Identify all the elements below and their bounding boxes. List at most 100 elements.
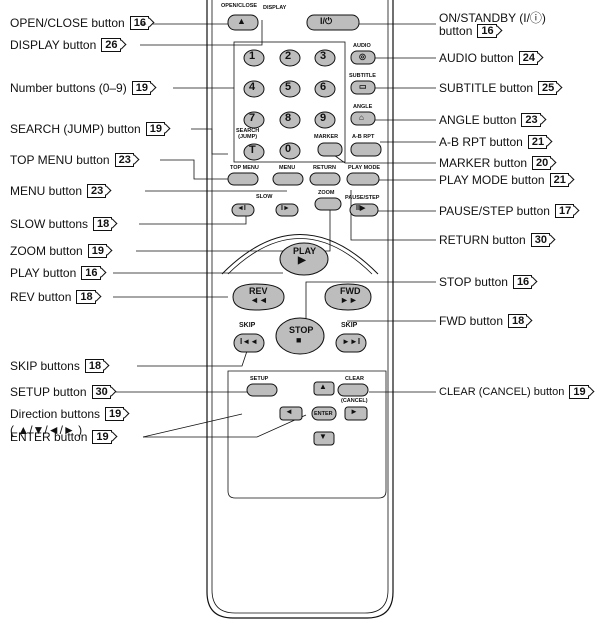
page-ref: 19 <box>92 430 112 444</box>
skip-next-icon[interactable]: ►►I <box>342 337 361 346</box>
angle-caption: ANGLE <box>353 104 373 110</box>
digit-3[interactable]: 3 <box>320 50 327 62</box>
page-ref: 23 <box>521 113 541 127</box>
label-direction-sub: ( ▲/▼/◄/► ) <box>10 423 83 437</box>
enter-button[interactable]: ENTER <box>314 411 333 417</box>
digit-5[interactable]: 5 <box>285 81 292 93</box>
digit-4[interactable]: 4 <box>249 81 256 93</box>
pause-step-icon[interactable]: II▶ <box>356 205 366 212</box>
page-ref: 18 <box>84 359 105 373</box>
page-ref: 19 <box>145 122 165 136</box>
up-icon[interactable]: ▲ <box>319 382 327 391</box>
page-ref: 23 <box>114 153 134 167</box>
digit-0[interactable]: 0 <box>285 143 292 155</box>
right-icon[interactable]: ► <box>350 407 358 416</box>
play-caption: PLAY <box>293 246 317 256</box>
page-ref: 16 <box>477 24 497 38</box>
pause-step-caption: PAUSE/STEP <box>345 195 380 201</box>
digit-1[interactable]: 1 <box>249 50 256 62</box>
angle-icon[interactable]: ⌂ <box>359 113 364 122</box>
page-ref: 30 <box>530 233 550 247</box>
eject-icon[interactable]: ▲ <box>237 16 246 26</box>
page-ref: 19 <box>569 385 589 399</box>
page-ref: 16 <box>129 16 149 30</box>
page-ref: 19 <box>131 81 151 95</box>
page-ref: 18 <box>508 314 528 328</box>
skip-right-caption: SKIP <box>341 322 358 329</box>
digit-8[interactable]: 8 <box>285 112 292 124</box>
rev-caption: REV <box>249 286 268 296</box>
open-close-caption: OPEN/CLOSE <box>221 3 258 9</box>
stop-icon[interactable]: ■ <box>296 335 302 345</box>
play-icon[interactable]: ▶ <box>298 255 306 266</box>
down-icon[interactable]: ▼ <box>319 432 327 441</box>
clear-caption-2: (CANCEL) <box>341 398 368 404</box>
ab-rpt-caption: A-B RPT <box>352 134 375 140</box>
page-ref: 18 <box>76 290 96 304</box>
page-ref: 25 <box>538 81 558 95</box>
search-caption: SEARCH(JUMP) <box>236 128 260 140</box>
digit-2[interactable]: 2 <box>285 50 292 62</box>
page-ref: 21 <box>549 173 569 187</box>
rev-icon[interactable]: ◄◄ <box>250 295 268 305</box>
top-menu-caption: TOP MENU <box>230 165 259 171</box>
play-mode-caption: PLAY MODE <box>348 165 381 171</box>
subtitle-caption: SUBTITLE <box>349 73 376 79</box>
digit-9[interactable]: 9 <box>320 112 327 124</box>
slow-fwd-icon[interactable]: I► <box>281 205 290 212</box>
page-ref: 16 <box>81 266 101 280</box>
page-ref: 21 <box>527 135 548 149</box>
page-ref: 19 <box>87 244 107 258</box>
display-caption: DISPLAY <box>263 5 287 11</box>
page-ref: 17 <box>554 204 575 218</box>
subtitle-icon[interactable]: ▭ <box>359 82 367 91</box>
slow-caption: SLOW <box>256 194 273 200</box>
slow-rev-icon[interactable]: ◄I <box>237 205 246 212</box>
digit-6[interactable]: 6 <box>320 81 327 93</box>
left-icon[interactable]: ◄ <box>285 407 293 416</box>
fwd-icon[interactable]: ►► <box>340 295 358 305</box>
digit-7[interactable]: 7 <box>249 112 256 124</box>
label-number: Number buttons (0–9)19 <box>10 81 151 95</box>
page-ref: 18 <box>93 217 113 231</box>
page-ref: 30 <box>91 385 111 399</box>
search-button[interactable]: T <box>249 144 256 156</box>
return-caption: RETURN <box>313 165 336 171</box>
stop-caption: STOP <box>289 325 314 335</box>
menu-caption: MENU <box>279 165 296 171</box>
page-ref: 26 <box>101 38 121 52</box>
page-ref: 16 <box>512 275 533 289</box>
label-on-standby: ON/STANDBY (I/ⓘ) <box>439 11 546 25</box>
marker-caption: MARKER <box>314 134 339 140</box>
clear-caption-1: CLEAR <box>345 376 364 382</box>
power-icon[interactable]: I/⏻ <box>320 16 333 26</box>
page-ref: 20 <box>532 156 552 170</box>
skip-back-icon[interactable]: I◄◄ <box>240 337 259 346</box>
setup-caption: SETUP <box>250 376 269 382</box>
audio-icon[interactable]: ◎ <box>359 52 366 61</box>
page-ref: 24 <box>518 51 538 65</box>
page-ref: 19 <box>105 407 125 421</box>
